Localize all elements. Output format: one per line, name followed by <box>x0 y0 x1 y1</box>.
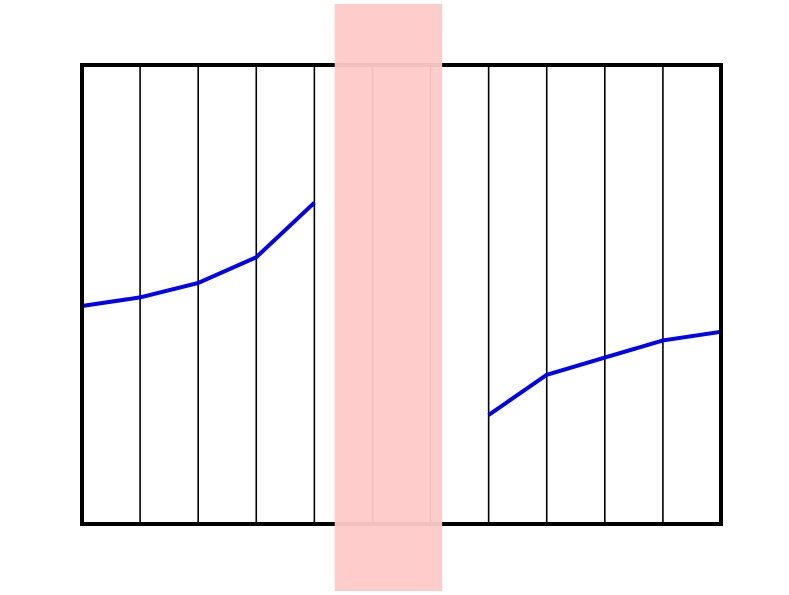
series-1-line-segment-2 <box>487 329 722 417</box>
highlight-band <box>334 4 443 591</box>
series-1-line-segment-1 <box>81 201 316 308</box>
